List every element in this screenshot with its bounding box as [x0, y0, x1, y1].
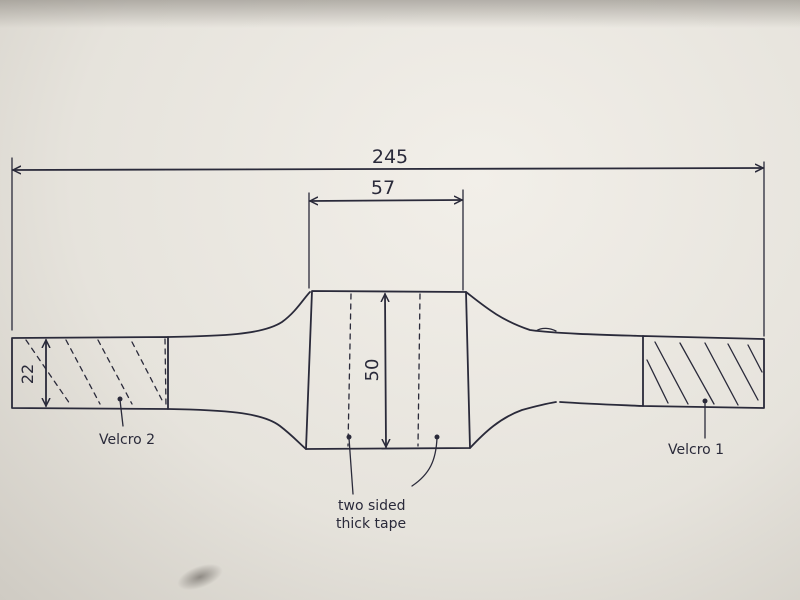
tape-left-dot [346, 434, 352, 440]
right-top-curve-tick [535, 327, 557, 332]
center-width-value: 57 [371, 177, 395, 199]
hatch-line [97, 339, 133, 405]
tape-label-line1: two sided [338, 498, 406, 514]
hatch-line [679, 342, 715, 405]
tape-right-leader [411, 437, 438, 487]
hatch-line [654, 341, 689, 405]
right-bottom-curve-b [559, 401, 644, 407]
left-velcro-hatch [25, 338, 167, 408]
tape-left-leader [348, 437, 354, 495]
hatch-line [646, 359, 669, 404]
tape-label-line2: thick tape [336, 516, 406, 532]
center-width-dim-line [310, 200, 462, 201]
overall-dim-line [13, 168, 763, 170]
velcro-2-label: Velcro 2 [99, 432, 155, 448]
overall-length-dimension: 245 [12, 146, 764, 337]
center-height-dim-line [385, 294, 386, 447]
right-bottom-curve-a [469, 401, 557, 449]
hatch-line [131, 341, 165, 405]
center-width-dimension: 57 [309, 177, 463, 291]
hatch-line [747, 344, 763, 373]
right-velcro-hatch [646, 341, 763, 406]
right-top-curve [465, 291, 644, 337]
hatch-line [65, 339, 101, 405]
velcro1-dot [702, 398, 708, 404]
hatch-line [704, 342, 739, 406]
tape-strips [347, 293, 421, 447]
tape-strip-right [417, 293, 421, 447]
center-height-value: 50 [362, 359, 383, 382]
strap-outline [11, 290, 765, 450]
paper-top-shadow [0, 0, 800, 28]
tape-right-dot [434, 434, 440, 440]
leaders [117, 396, 708, 495]
velcro-boundary-left [164, 338, 167, 408]
strap-height-dimension: 22 [18, 340, 46, 406]
velcro2-leader [119, 399, 124, 427]
velcro-1-label: Velcro 1 [668, 442, 724, 458]
left-top-curve [167, 291, 311, 338]
overall-length-value: 245 [372, 146, 408, 168]
hatch-line [25, 339, 71, 405]
center-pad [305, 290, 471, 450]
velcro2-dot [117, 396, 123, 402]
left-bottom-curve [167, 408, 307, 450]
strap-height-value: 22 [18, 364, 37, 384]
tape-strip-left [347, 293, 352, 447]
right-velcro-tab [642, 335, 765, 409]
hatch-line [727, 343, 759, 401]
center-height-dimension: 50 [362, 294, 386, 447]
